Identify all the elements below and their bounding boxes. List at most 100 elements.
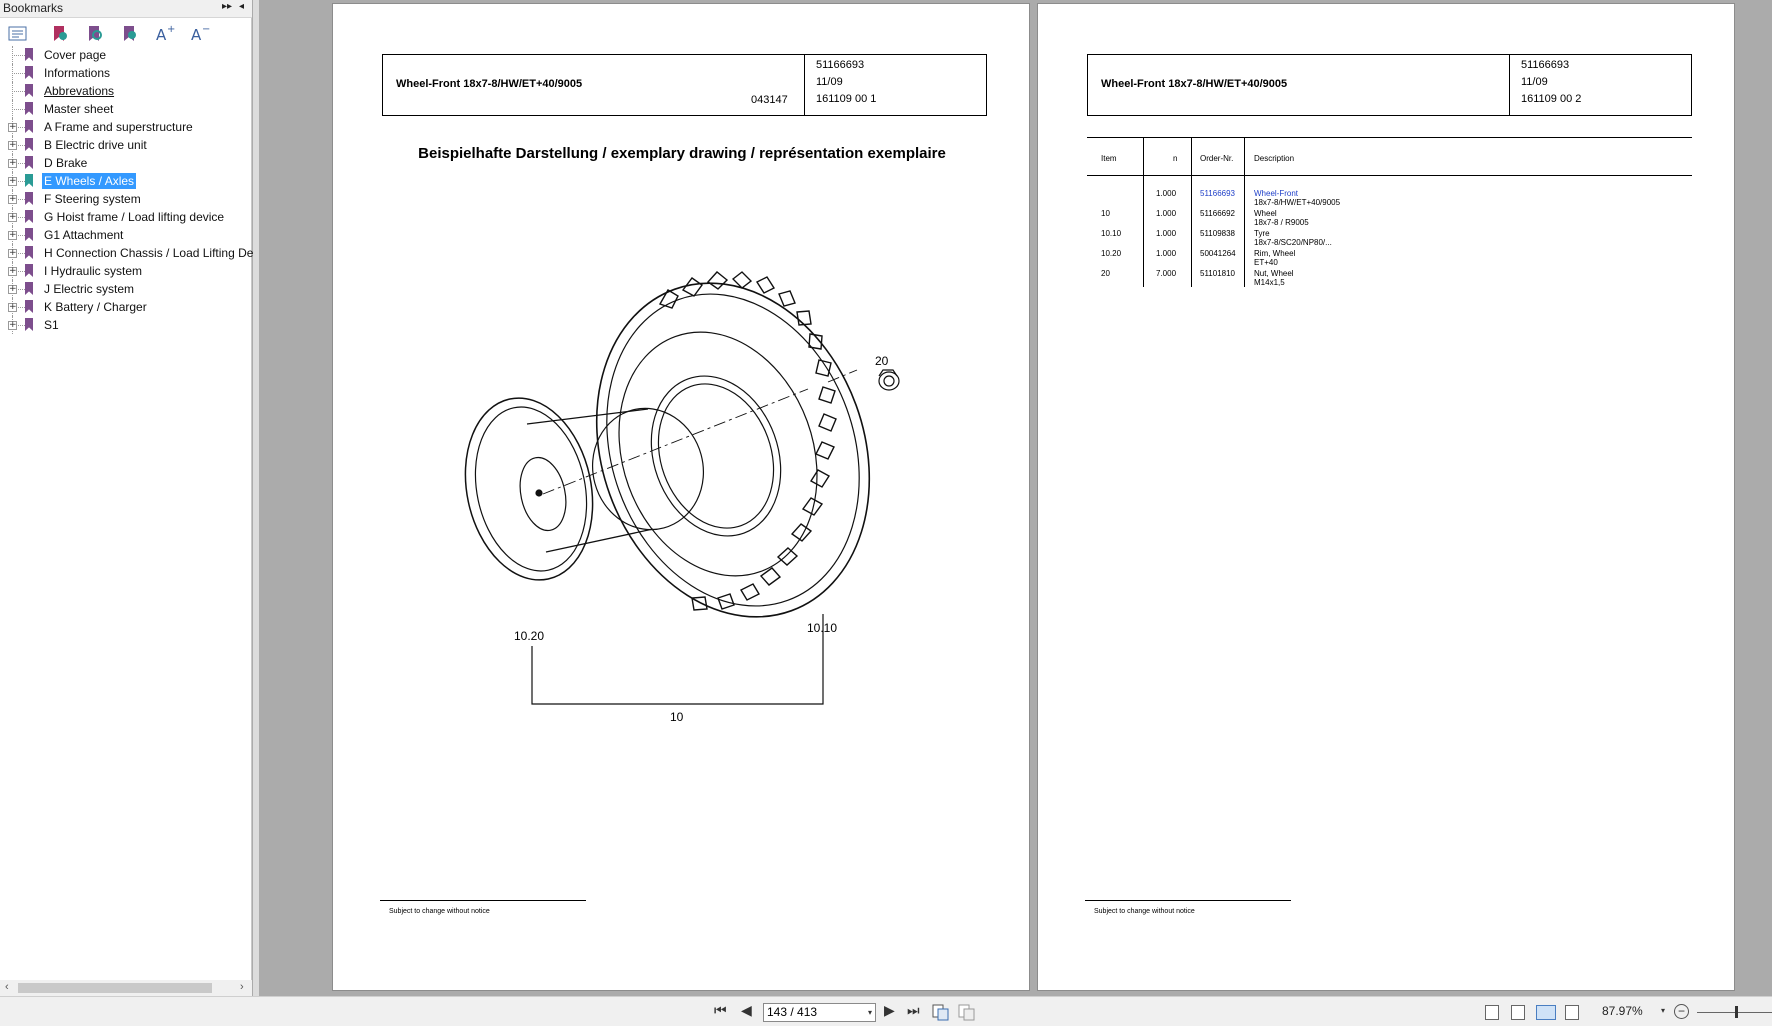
previous-view-icon[interactable] xyxy=(932,1004,950,1021)
bookmark-item[interactable]: Abbrevations xyxy=(0,82,252,100)
expand-panel-button[interactable]: ▸▸ xyxy=(222,1,233,12)
add-bookmark-icon[interactable] xyxy=(49,24,71,44)
next-page-button[interactable]: ▶ xyxy=(884,1003,895,1019)
cell-item: 10 xyxy=(1101,209,1110,218)
bookmark-icon xyxy=(25,48,33,61)
bookmark-item[interactable]: + G1 Attachment xyxy=(0,226,252,244)
cell-description-detail: ET+40 xyxy=(1254,258,1278,267)
last-page-button[interactable]: ⏭ xyxy=(907,1003,920,1019)
bookmark-icon xyxy=(25,120,33,133)
bookmark-icon xyxy=(25,300,33,313)
expand-node-icon[interactable]: + xyxy=(8,140,17,150)
bookmark-item[interactable]: Master sheet xyxy=(0,100,252,118)
scroll-left-icon[interactable]: ‹ xyxy=(5,981,9,993)
first-page-button[interactable]: ⏮ xyxy=(714,1003,727,1019)
expand-node-icon[interactable]: + xyxy=(8,194,17,204)
wheel-exploded-drawing: 20 10.20 10.10 10 xyxy=(464,271,900,724)
page-header-box: Wheel-Front 18x7-8/HW/ET+40/9005 043147 … xyxy=(382,54,987,116)
bookmark-item[interactable]: + K Battery / Charger xyxy=(0,298,252,316)
expand-node-icon[interactable]: + xyxy=(8,230,17,240)
page-number-input[interactable]: 143 / 413 ▾ xyxy=(763,1003,876,1022)
enlarge-text-icon[interactable]: A+ xyxy=(154,24,176,44)
bookmark-label[interactable]: H Connection Chassis / Load Lifting De xyxy=(44,246,254,260)
bookmark-label[interactable]: G Hoist frame / Load lifting device xyxy=(44,210,225,224)
bookmark-label[interactable]: A Frame and superstructure xyxy=(44,120,193,134)
bookmark-options-icon[interactable] xyxy=(7,24,29,44)
zoom-slider[interactable] xyxy=(1697,1012,1772,1013)
horizontal-scrollbar[interactable]: ‹ › xyxy=(0,980,252,996)
bookmark-icon xyxy=(25,246,33,259)
bookmark-label[interactable]: F Steering system xyxy=(44,192,141,206)
continuous-facing-view-icon[interactable] xyxy=(1565,1005,1579,1020)
scrollbar-thumb[interactable] xyxy=(18,983,212,993)
facing-view-icon[interactable] xyxy=(1536,1005,1556,1020)
zoom-slider-thumb[interactable] xyxy=(1735,1006,1738,1018)
expand-node-icon[interactable]: + xyxy=(8,320,17,330)
bookmark-item[interactable]: Informations xyxy=(0,64,252,82)
bookmark-item[interactable]: + B Electric drive unit xyxy=(0,136,252,154)
bookmark-label[interactable]: Informations xyxy=(44,66,111,80)
bookmark-label[interactable]: K Battery / Charger xyxy=(44,300,147,314)
cell-order-number[interactable]: 51166693 xyxy=(1200,189,1235,198)
expand-node-icon[interactable]: + xyxy=(8,248,17,258)
cell-quantity: 1.000 xyxy=(1156,209,1177,218)
expand-bookmark-icon[interactable] xyxy=(119,24,141,44)
bookmark-item[interactable]: Cover page xyxy=(0,46,252,64)
bookmark-label[interactable]: D Brake xyxy=(44,156,88,170)
col-header-item: Item xyxy=(1101,154,1117,163)
collapse-panel-button[interactable]: ◂ xyxy=(239,1,245,12)
bookmark-icon xyxy=(25,228,33,241)
bookmark-label[interactable]: I Hydraulic system xyxy=(44,264,143,278)
header-date: 11/09 xyxy=(816,76,843,88)
bookmark-label[interactable]: Cover page xyxy=(44,48,107,62)
bookmark-item[interactable]: + D Brake xyxy=(0,154,252,172)
callout-nut: 20 xyxy=(875,354,889,368)
bookmark-item[interactable]: + A Frame and superstructure xyxy=(0,118,252,136)
bookmark-item[interactable]: + J Electric system xyxy=(0,280,252,298)
bookmark-label[interactable]: Abbrevations xyxy=(44,84,115,98)
zoom-level[interactable]: 87.97% xyxy=(1602,1004,1643,1018)
expand-node-icon[interactable]: + xyxy=(8,176,17,186)
bookmark-label[interactable]: S1 xyxy=(44,318,59,332)
single-page-view-icon[interactable] xyxy=(1485,1005,1499,1020)
bookmark-icon xyxy=(25,264,33,277)
bookmark-icon xyxy=(25,84,33,97)
zoom-dropdown-icon[interactable]: ▾ xyxy=(1661,1006,1666,1015)
expand-node-icon[interactable]: + xyxy=(8,302,17,312)
next-view-icon[interactable] xyxy=(958,1004,976,1021)
bookmark-item[interactable]: + E Wheels / Axles xyxy=(0,172,252,190)
bookmark-label[interactable]: G1 Attachment xyxy=(44,228,124,242)
callout-tyre: 10.10 xyxy=(807,621,837,635)
bookmark-label[interactable]: E Wheels / Axles xyxy=(42,173,137,189)
cell-description[interactable]: Wheel-Front xyxy=(1254,189,1299,198)
scroll-right-icon[interactable]: › xyxy=(240,981,244,993)
panel-splitter[interactable] xyxy=(253,0,259,996)
expand-node-icon[interactable]: + xyxy=(8,158,17,168)
bookmark-icon xyxy=(25,102,33,115)
expand-node-icon[interactable]: + xyxy=(8,266,17,276)
bookmark-label[interactable]: J Electric system xyxy=(44,282,135,296)
bookmark-icon xyxy=(25,282,33,295)
bookmark-item[interactable]: + G Hoist frame / Load lifting device xyxy=(0,208,252,226)
cell-quantity: 1.000 xyxy=(1156,189,1177,198)
bookmark-item[interactable]: + I Hydraulic system xyxy=(0,262,252,280)
cell-order-number: 51101810 xyxy=(1200,269,1235,278)
page-dropdown-icon[interactable]: ▾ xyxy=(867,1008,872,1017)
reduce-text-icon[interactable]: A− xyxy=(189,24,211,44)
bookmark-item[interactable]: + S1 xyxy=(0,316,252,334)
expand-node-icon[interactable]: + xyxy=(8,122,17,132)
bookmark-label[interactable]: B Electric drive unit xyxy=(44,138,147,152)
find-bookmark-icon[interactable] xyxy=(84,24,106,44)
tyre-shape xyxy=(595,282,871,618)
bookmark-item[interactable]: + F Steering system xyxy=(0,190,252,208)
continuous-view-icon[interactable] xyxy=(1511,1005,1525,1020)
col-header-description: Description xyxy=(1254,154,1295,163)
bookmark-item[interactable]: + H Connection Chassis / Load Lifting De xyxy=(0,244,254,262)
expand-node-icon[interactable]: + xyxy=(8,212,17,222)
bookmark-label[interactable]: Master sheet xyxy=(44,102,114,116)
expand-node-icon[interactable]: + xyxy=(8,284,17,294)
cell-description: Wheel xyxy=(1254,209,1277,218)
zoom-out-button[interactable]: − xyxy=(1674,1004,1689,1019)
cell-item: 20 xyxy=(1101,269,1110,278)
previous-page-button[interactable]: ◀ xyxy=(741,1003,752,1019)
